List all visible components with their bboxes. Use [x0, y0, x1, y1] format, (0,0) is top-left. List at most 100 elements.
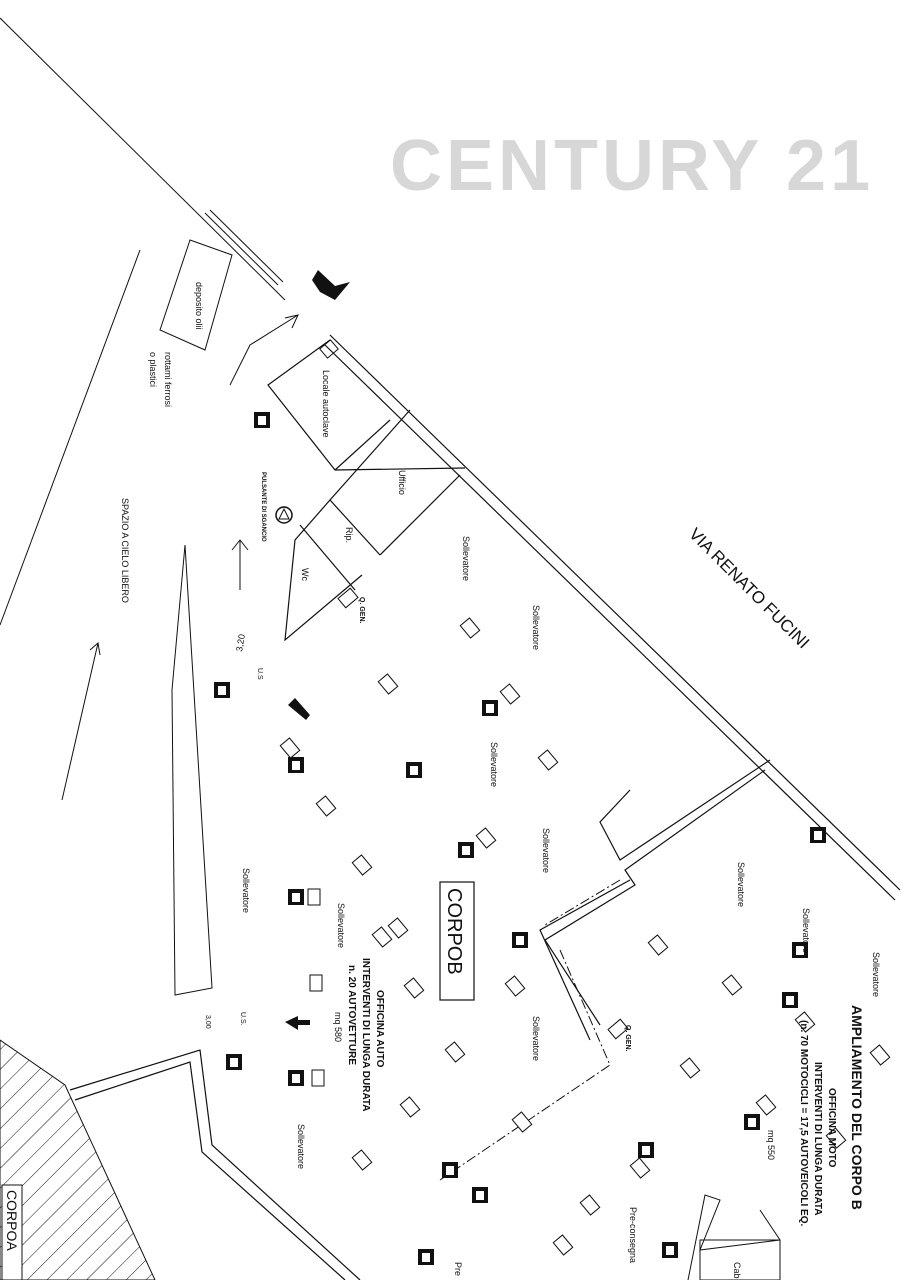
lower-wall	[69, 1049, 361, 1280]
fire-extinguisher-icon	[418, 1249, 434, 1265]
label-sollevatore: Sollevatore	[336, 903, 346, 948]
fire-extinguisher-icon	[512, 932, 528, 948]
corpo-a-area	[0, 1039, 156, 1280]
fire-extinguisher-icon	[288, 889, 304, 905]
fire-extinguisher-icon	[782, 992, 798, 1008]
outer-wall	[324, 334, 901, 901]
stair-icon	[319, 339, 339, 359]
dimension-300: 3,00	[204, 1015, 211, 1029]
electrical-panel-icon	[337, 587, 629, 1040]
label-sollevatore: Sollevatore	[531, 605, 541, 650]
parking-spot	[351, 1149, 373, 1171]
arrow-icon	[61, 314, 299, 801]
fire-extinguisher-icon	[792, 942, 808, 958]
parking-spot	[552, 1234, 574, 1256]
svg-text:CORPOA: CORPOA	[4, 1190, 20, 1251]
svg-text:OFFICINA MOTO: OFFICINA MOTO	[826, 1088, 837, 1168]
label-pulsante: PULSANTE DI SGANCIO	[260, 472, 266, 542]
parking-spot	[794, 1011, 816, 1033]
room-label-wc: Wc	[300, 568, 310, 581]
fire-extinguisher-icon	[214, 412, 826, 1265]
watermark: CENTURY 21	[390, 126, 874, 206]
fire-extinguisher-icon	[406, 762, 422, 778]
parking-spot	[537, 749, 559, 771]
service-rooms	[267, 339, 466, 642]
fire-extinguisher-icon	[638, 1142, 654, 1158]
parking-spot	[475, 827, 497, 849]
label-sollevatore: Sollevatore	[296, 1124, 306, 1169]
svg-text:INTERVENTI DI LUNGA DURATA: INTERVENTI DI LUNGA DURATA	[812, 1062, 823, 1216]
room-label-autoclave: Locale autoclave	[321, 370, 331, 438]
fire-extinguisher-icon	[442, 1162, 458, 1178]
boundary-line	[0, 17, 286, 301]
parking-spots	[279, 617, 891, 1256]
label-us: U.S.	[239, 1012, 246, 1026]
label-sollevatore: Sollevatore	[871, 952, 881, 997]
svg-text:INTERVENTI DI LUNGA DURATA: INTERVENTI DI LUNGA DURATA	[360, 958, 371, 1112]
officina-auto-label: OFFICINA AUTO INTERVENTI DI LUNGA DURATA…	[333, 958, 385, 1112]
label-sollevatore: Sollevatore	[489, 742, 499, 787]
parking-spot	[377, 673, 399, 695]
label-qgen: Q. GEN.	[358, 597, 365, 624]
arrow-icon	[285, 1016, 310, 1030]
parking-spot	[629, 1157, 651, 1179]
fire-extinguisher-icon	[226, 1054, 242, 1070]
parking-spot	[315, 795, 337, 817]
parking-spot	[511, 1111, 533, 1133]
parking-spot	[825, 1127, 847, 1149]
label-pre: Pre	[453, 1262, 463, 1276]
parking-spot	[311, 1069, 325, 1087]
svg-text:mq 580: mq 580	[333, 1012, 343, 1042]
parking-spot	[504, 975, 526, 997]
entrance-arrow-icon	[312, 270, 350, 300]
street-name: VIA RENATO FUCINI	[685, 524, 813, 652]
alarm-button-icon	[275, 506, 293, 524]
room-label-ufficio: Ufficio	[397, 470, 407, 495]
label-rottami: o plastici	[148, 352, 158, 387]
parking-spot	[679, 1057, 701, 1079]
dimension-320: 3,20	[234, 633, 247, 652]
svg-text:OFFICINA AUTO: OFFICINA AUTO	[374, 990, 385, 1068]
corpo-b-label: CORPOB	[439, 881, 475, 1001]
label-sollevatore: Sollevatore	[531, 1016, 541, 1061]
officina-moto-label: OFFICINA MOTO INTERVENTI DI LUNGA DURATA…	[766, 1020, 837, 1226]
fire-extinguisher-icon	[472, 1187, 488, 1203]
fire-extinguisher-icon	[288, 1070, 304, 1086]
ampliamento-title: AMPLIAMENTO DEL CORPO B	[849, 1005, 865, 1210]
fire-extinguisher-icon	[458, 842, 474, 858]
label-qgen: Q. GEN.	[624, 1025, 631, 1052]
parking-spot	[309, 974, 323, 992]
corpo-a-label: CORPOA	[1, 1184, 23, 1280]
label-us: U.S	[256, 668, 263, 680]
fire-extinguisher-icon	[744, 1114, 760, 1130]
parking-spot	[307, 888, 321, 906]
parking-spot	[579, 1194, 601, 1216]
label-sollevatore: Sollevatore	[541, 828, 551, 873]
label-sollevatore: Sollevatore	[241, 868, 251, 913]
parking-spot	[444, 1041, 466, 1063]
svg-text:n. 20 AUTOVETTURE: n. 20 AUTOVETTURE	[346, 965, 357, 1065]
fire-extinguisher-icon	[810, 827, 826, 843]
cabin	[687, 1194, 781, 1280]
dash-dot-line	[544, 879, 621, 926]
fire-extinguisher-icon	[214, 682, 230, 698]
parking-spot	[755, 1094, 777, 1116]
shed	[171, 544, 213, 996]
label-deposito: deposito olii	[194, 282, 204, 330]
parking-spot	[387, 917, 409, 939]
fire-extinguisher-icon	[482, 700, 498, 716]
parking-spot	[351, 854, 373, 876]
label-sollevatore: Sollevatore	[801, 908, 811, 953]
parking-spot	[279, 737, 301, 759]
gate	[204, 209, 284, 286]
parking-spot	[721, 974, 743, 996]
arrow-icon	[288, 698, 310, 720]
label-sollevatore: Sollevatore	[736, 862, 746, 907]
svg-text:(n. 70 MOTOCICLI = 17,5 AUTOVE: (n. 70 MOTOCICLI = 17,5 AUTOVEICOLI EQ.	[798, 1020, 809, 1226]
svg-text:CORPOB: CORPOB	[443, 888, 465, 975]
deposito-box	[159, 239, 233, 351]
parking-spot	[371, 926, 393, 948]
parking-spot	[459, 617, 481, 639]
parking-spot	[499, 683, 521, 705]
